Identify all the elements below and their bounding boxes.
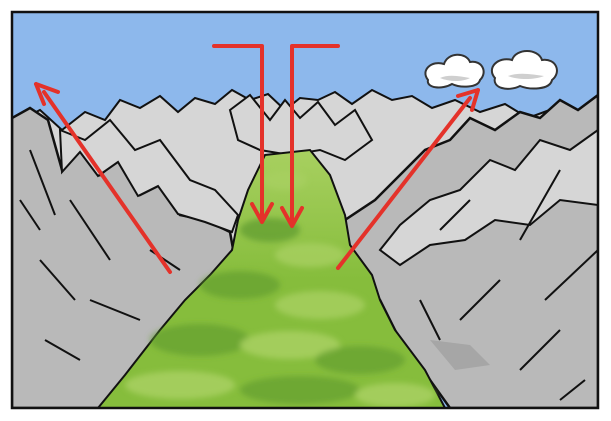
valley-wind-diagram — [0, 0, 611, 421]
diagram-canvas — [0, 0, 611, 421]
